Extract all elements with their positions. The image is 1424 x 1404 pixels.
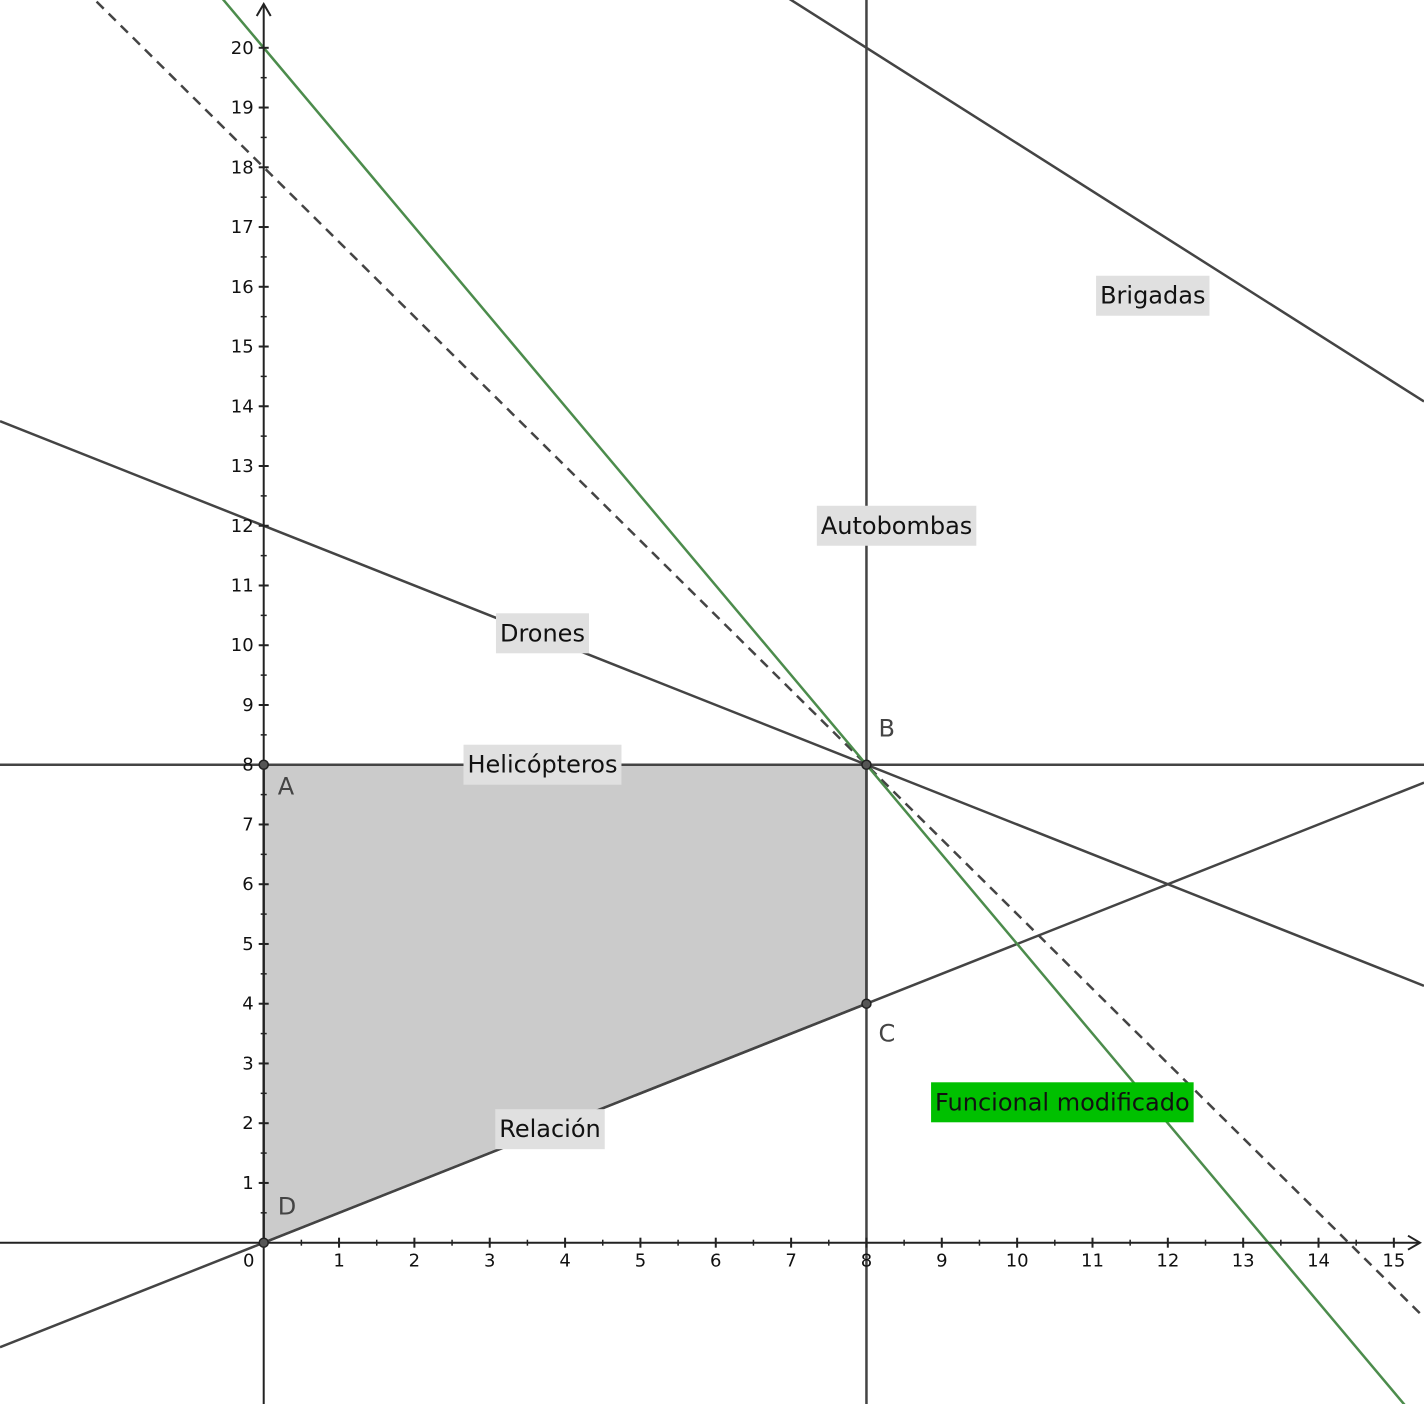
point-label-b: B bbox=[878, 715, 894, 743]
y-tick-label: 8 bbox=[242, 755, 253, 776]
x-tick-label: 3 bbox=[484, 1251, 495, 1272]
point-c bbox=[861, 998, 872, 1009]
label-relacion: Relación bbox=[495, 1109, 605, 1150]
line-funcional bbox=[93, 0, 1424, 1319]
label-text-brigadas: Brigadas bbox=[1100, 282, 1205, 310]
feasible-region-layer bbox=[262, 763, 868, 1245]
x-tick-label: 8 bbox=[861, 1251, 872, 1272]
y-tick-label: 12 bbox=[231, 516, 254, 537]
label-text-helicopteros: Helicópteros bbox=[467, 751, 617, 779]
label-text-relacion: Relación bbox=[499, 1115, 601, 1143]
label-text-drones: Drones bbox=[500, 619, 585, 647]
y-tick-label: 19 bbox=[231, 98, 254, 119]
point-label-d: D bbox=[278, 1193, 296, 1221]
y-tick-label: 16 bbox=[231, 277, 254, 298]
y-tick-label: 10 bbox=[231, 635, 254, 656]
x-tick-label: 6 bbox=[710, 1251, 721, 1272]
point-label-c: C bbox=[878, 1020, 895, 1048]
label-bg-relacion bbox=[495, 1109, 605, 1150]
label-bg-helicopteros bbox=[463, 744, 622, 785]
x-tick-label: 9 bbox=[936, 1251, 947, 1272]
y-tick-label: 13 bbox=[231, 456, 254, 477]
y-tick-label: 15 bbox=[231, 337, 254, 358]
vertex-points-layer: A B C D bbox=[258, 715, 895, 1248]
y-tick-label: 11 bbox=[231, 575, 254, 596]
y-tick-label: 14 bbox=[231, 396, 254, 417]
x-tick-label: 1 bbox=[333, 1251, 344, 1272]
y-tick-label: 4 bbox=[242, 994, 253, 1015]
y-tick-label: 18 bbox=[231, 157, 254, 178]
label-bg-funcional-modificado bbox=[931, 1082, 1194, 1123]
y-tick-label: 5 bbox=[242, 934, 253, 955]
y-tick-label: 6 bbox=[242, 874, 253, 895]
point-a bbox=[258, 759, 269, 770]
line-drones bbox=[0, 420, 1424, 987]
label-brigadas: Brigadas bbox=[1096, 275, 1210, 316]
y-tick-label: 17 bbox=[231, 217, 254, 238]
label-bg-autobombas bbox=[816, 505, 977, 546]
y-tick-label: 9 bbox=[242, 695, 253, 716]
line-relacion bbox=[0, 781, 1424, 1349]
y-tick-label: 2 bbox=[242, 1113, 253, 1134]
point-d bbox=[258, 1237, 269, 1248]
x-axis-arrow bbox=[1407, 1234, 1422, 1251]
x-tick-label: 10 bbox=[1006, 1251, 1029, 1272]
x-tick-label: 5 bbox=[635, 1251, 646, 1272]
label-helicopteros: Helicópteros bbox=[463, 744, 622, 785]
x-tick-label: 12 bbox=[1156, 1251, 1179, 1272]
point-b bbox=[861, 759, 872, 770]
y-axis-arrow bbox=[255, 2, 272, 17]
x-tick-label: 13 bbox=[1232, 1251, 1255, 1272]
y-tick-label: 20 bbox=[231, 38, 254, 59]
x-tick-label: 4 bbox=[559, 1251, 570, 1272]
x-tick-label: 7 bbox=[785, 1251, 796, 1272]
y-tick-label: 3 bbox=[242, 1053, 253, 1074]
point-label-a: A bbox=[278, 773, 295, 801]
x-tick-label: 15 bbox=[1382, 1251, 1405, 1272]
label-autobombas: Autobombas bbox=[816, 505, 977, 546]
label-bg-brigadas bbox=[1096, 275, 1210, 316]
x-tick-label: 11 bbox=[1081, 1251, 1104, 1272]
label-bg-drones bbox=[495, 613, 589, 654]
line-brigadas bbox=[788, 0, 1424, 403]
feasible-region bbox=[262, 763, 868, 1245]
label-text-autobombas: Autobombas bbox=[821, 512, 972, 540]
x-tick-label: 14 bbox=[1307, 1251, 1330, 1272]
label-drones: Drones bbox=[495, 613, 589, 654]
label-funcional-modificado: Funcional modificado bbox=[931, 1082, 1194, 1123]
y-tick-label: 1 bbox=[242, 1173, 253, 1194]
x-tick-label: 2 bbox=[409, 1251, 420, 1272]
x-tick-label: 0 bbox=[243, 1251, 254, 1272]
y-tick-label: 7 bbox=[242, 814, 253, 835]
label-text-funcional-modificado: Funcional modificado bbox=[935, 1088, 1190, 1116]
